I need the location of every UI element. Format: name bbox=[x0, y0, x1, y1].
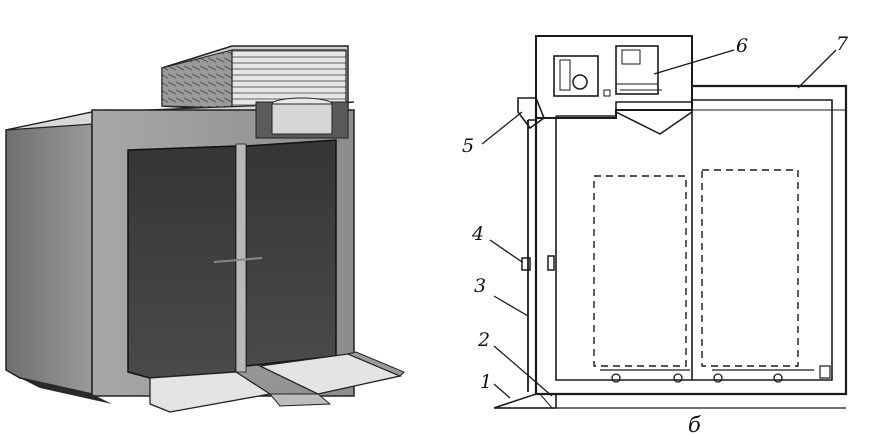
callout-4: 4 bbox=[471, 223, 484, 245]
cart-left bbox=[593, 175, 687, 367]
handle-4 bbox=[521, 257, 531, 271]
leader-lines bbox=[481, 49, 837, 399]
callout-6: 6 bbox=[736, 35, 748, 57]
evaporator-fan-housing bbox=[255, 97, 349, 139]
machine-compartment bbox=[535, 35, 693, 119]
callout-3: 3 bbox=[474, 275, 486, 297]
callout-1: 1 bbox=[480, 371, 492, 393]
left-ramp bbox=[149, 371, 272, 413]
chamber-outer-wall bbox=[534, 84, 848, 396]
fitting-5 bbox=[517, 97, 545, 130]
ramp-1 bbox=[493, 393, 557, 409]
callout-2: 2 bbox=[477, 329, 490, 351]
cart-right bbox=[701, 169, 799, 367]
callout-7: 7 bbox=[836, 33, 849, 55]
panel-a-cabinet-view bbox=[5, 45, 405, 413]
panel-b-label: б bbox=[688, 413, 701, 435]
right-door bbox=[245, 139, 337, 367]
cabinet-side-face bbox=[5, 111, 93, 395]
callout-5: 5 bbox=[462, 135, 474, 157]
compressor bbox=[553, 55, 599, 97]
condenser-unit bbox=[161, 45, 349, 111]
cooling-unit-6 bbox=[615, 45, 659, 95]
panel-b-section-view: 1 2 3 4 5 6 7 б bbox=[462, 33, 849, 435]
